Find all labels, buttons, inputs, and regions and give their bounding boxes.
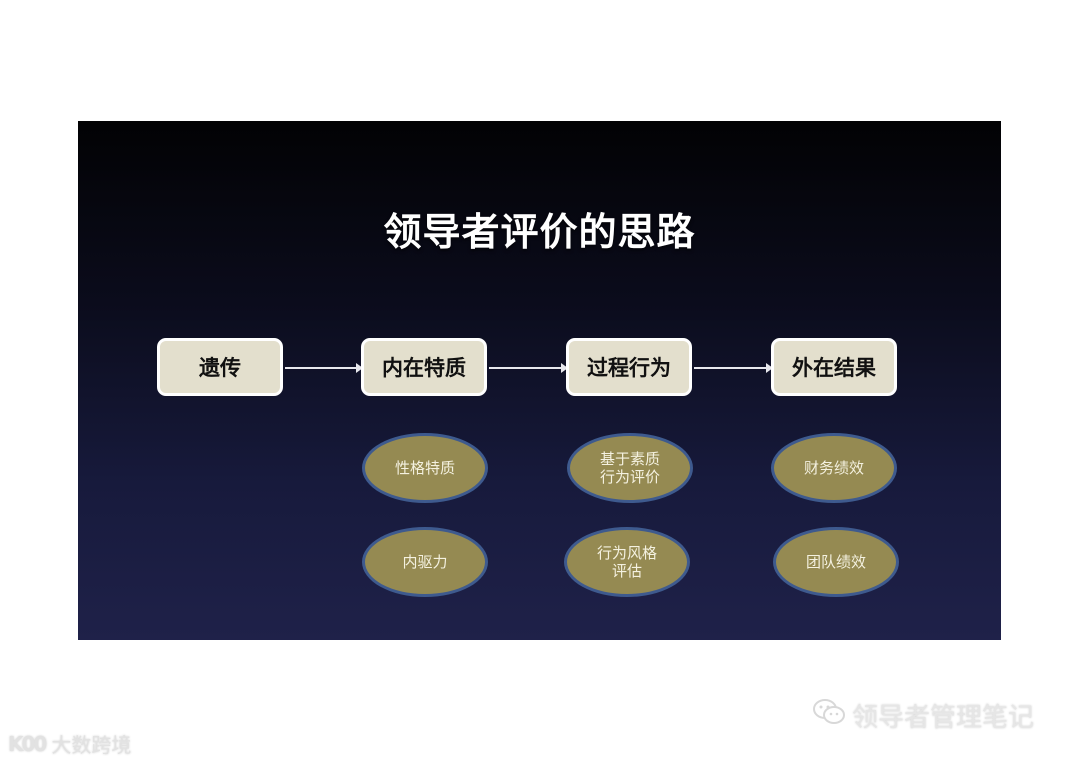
watermark-left: K00 大数跨境 [8,729,131,758]
flow-box-external-results: 外在结果 [771,338,897,396]
wechat-icon [812,698,846,733]
ellipse-label: 内驱力 [402,553,448,571]
flow-box-heredity: 遗传 [157,338,283,396]
flow-box-process-behavior: 过程行为 [566,338,692,396]
ellipse-label: 财务绩效 [803,459,864,477]
arrow-icon [694,363,773,373]
watermark-right: 领导者管理笔记 [812,697,1034,734]
ellipse-behavior-style-eval: 行为风格 评估 [564,527,690,597]
ellipse-label: 行为风格 评估 [596,544,657,580]
ellipse-label: 基于素质 行为评价 [599,450,660,486]
ellipse-label: 性格特质 [394,459,455,477]
ellipse-personality-traits: 性格特质 [362,433,488,503]
flow-box-inner-traits: 内在特质 [361,338,487,396]
ellipse-team-performance: 团队绩效 [773,527,899,597]
logo-icon: K00 [8,731,47,756]
watermark-right-text: 领导者管理笔记 [852,703,1035,733]
arrow-icon [489,363,568,373]
ellipse-label: 团队绩效 [805,553,866,571]
slide: 领导者评价的思路 遗传 内在特质 过程行为 外在结果 性格特质 内驱力 基于素质… [78,121,1001,640]
watermark-left-text: 大数跨境 [51,733,132,757]
ellipse-competency-behavior-eval: 基于素质 行为评价 [567,433,693,503]
slide-title: 领导者评价的思路 [383,210,696,254]
arrow-icon [285,363,363,373]
ellipse-financial-performance: 财务绩效 [771,433,897,503]
ellipse-inner-drive: 内驱力 [362,527,488,597]
